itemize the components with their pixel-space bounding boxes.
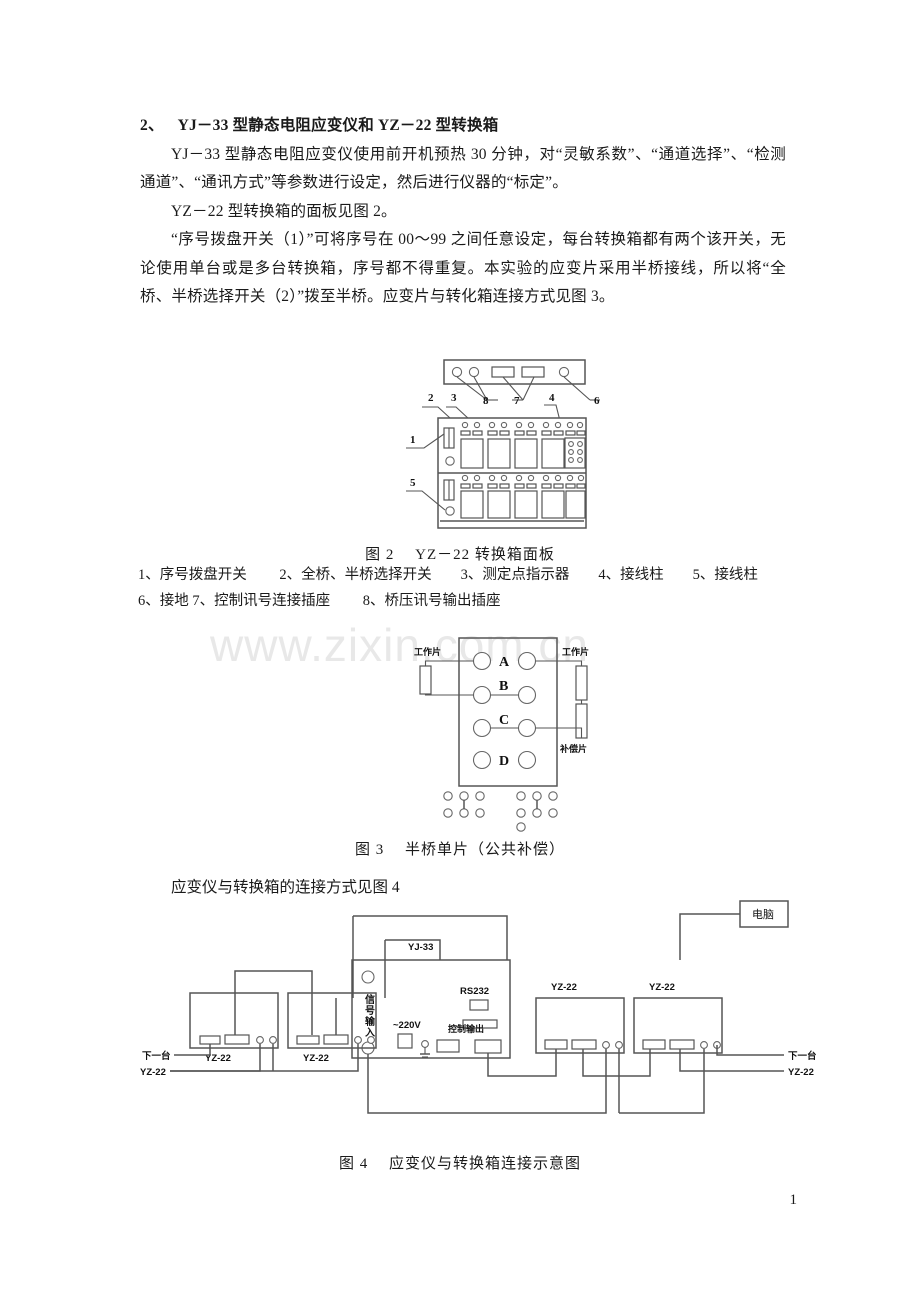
- figure2-callout-8: 8: [483, 395, 489, 407]
- section-heading-number: 2、: [140, 117, 164, 134]
- section-heading: 2、 YJ－33 型静态电阻应变仪和 YZ－22 型转换箱: [140, 112, 786, 141]
- figure2-lower-channels: [460, 474, 586, 519]
- body-text: 2、 YJ－33 型静态电阻应变仪和 YZ－22 型转换箱 YJ－33 型静态电阻…: [140, 112, 786, 312]
- figure-2-legend-line-1: 1、序号拨盘开关 2、全桥、半桥选择开关 3、测定点指示器 4、接线柱 5、接线…: [138, 567, 758, 583]
- figure-2-legend-line-2: 6、接地 7、控制讯号连接插座 8、桥压讯号输出插座: [138, 593, 501, 609]
- figure4-yj33-label: YJ-33: [408, 942, 433, 953]
- figure3-label-work-right: 工作片: [562, 646, 589, 657]
- section-heading-title: YJ－33 型静态电阻应变仪和 YZ－22 型转换箱: [177, 117, 499, 134]
- figure-3-half-bridge: A B C D 工作片 工: [404, 628, 619, 832]
- figure4-next-right-line1: 下一台: [788, 1050, 817, 1062]
- figure4-power-label: ~220V: [393, 1020, 421, 1031]
- figure2-callout-6: 6: [594, 395, 600, 407]
- figure2-callout-4: 4: [549, 392, 555, 404]
- figure4-control-output-label: 控制输出: [448, 1023, 484, 1034]
- paragraph-3: “序号拨盘开关（1）”可将序号在 00～99 之间任意设定，每台转换箱都有两个该…: [140, 231, 786, 305]
- paragraph-1: YJ－33 型静态电阻应变仪使用前开机预热 30 分钟，对“灵敏系数”、“通道选…: [140, 145, 786, 192]
- figure-4-lead-text: 应变仪与转换箱的连接方式见图 4: [171, 879, 400, 896]
- figure-2-legend: 1、序号拨盘开关 2、全桥、半桥选择开关 3、测定点指示器 4、接线柱 5、接线…: [138, 562, 798, 614]
- figure-2-caption: 图 2 YZ－22 转换箱面板: [365, 547, 555, 563]
- figure2-callout-7: 7: [514, 395, 520, 407]
- figure4-yz22-label-3: YZ-22: [551, 982, 577, 993]
- figure4-yz22-label-1: YZ-22: [205, 1053, 231, 1064]
- figure3-label-work-left: 工作片: [414, 646, 441, 657]
- figure4-next-left-line2: YZ-22: [140, 1067, 166, 1078]
- figure2-callout-1: 1: [410, 434, 416, 446]
- figure4-signal-input-label: 信号输入: [363, 993, 375, 1038]
- figure4-rs232-label: RS232: [460, 986, 489, 997]
- figure2-terminal-block: [564, 421, 586, 469]
- figure2-upper-channels: [460, 421, 586, 469]
- page-number: 1: [789, 1192, 798, 1208]
- figure2-callout-2: 2: [428, 392, 434, 404]
- figure3-socket-group-right: [516, 791, 558, 818]
- figure4-next-left-line1: 下一台: [142, 1050, 171, 1062]
- figure3-row-label-A: A: [499, 655, 510, 670]
- figure4-next-right-line2: YZ-22: [788, 1067, 814, 1078]
- figure-2-yz22-panel: 8 7 6 2 3 4 1: [404, 358, 619, 543]
- figure4-yz22-label-4: YZ-22: [649, 982, 675, 993]
- figure2-callout-3: 3: [451, 392, 457, 404]
- figure3-row-label-C: C: [499, 713, 509, 728]
- figure2-callout-5: 5: [410, 477, 416, 489]
- figure3-socket-ground: [516, 822, 526, 832]
- figure3-socket-group-left: [443, 791, 485, 818]
- figure4-yz22-label-2: YZ-22: [303, 1053, 329, 1064]
- figure3-label-compensation: 补偿片: [559, 743, 587, 754]
- figure3-row-label-B: B: [499, 679, 508, 694]
- figure4-computer-label: 电脑: [752, 908, 774, 921]
- paragraph-2: YZ－22 型转换箱的面板见图 2。: [171, 202, 397, 220]
- figure-3-caption: 图 3 半桥单片（公共补偿）: [354, 842, 565, 858]
- figure-4-connection-diagram: 电脑 YJ-33 信号输入 ~220V RS232: [140, 898, 820, 1138]
- figure-4-caption: 图 4 应变仪与转换箱连接示意图: [338, 1156, 581, 1172]
- figure3-row-label-D: D: [499, 754, 509, 769]
